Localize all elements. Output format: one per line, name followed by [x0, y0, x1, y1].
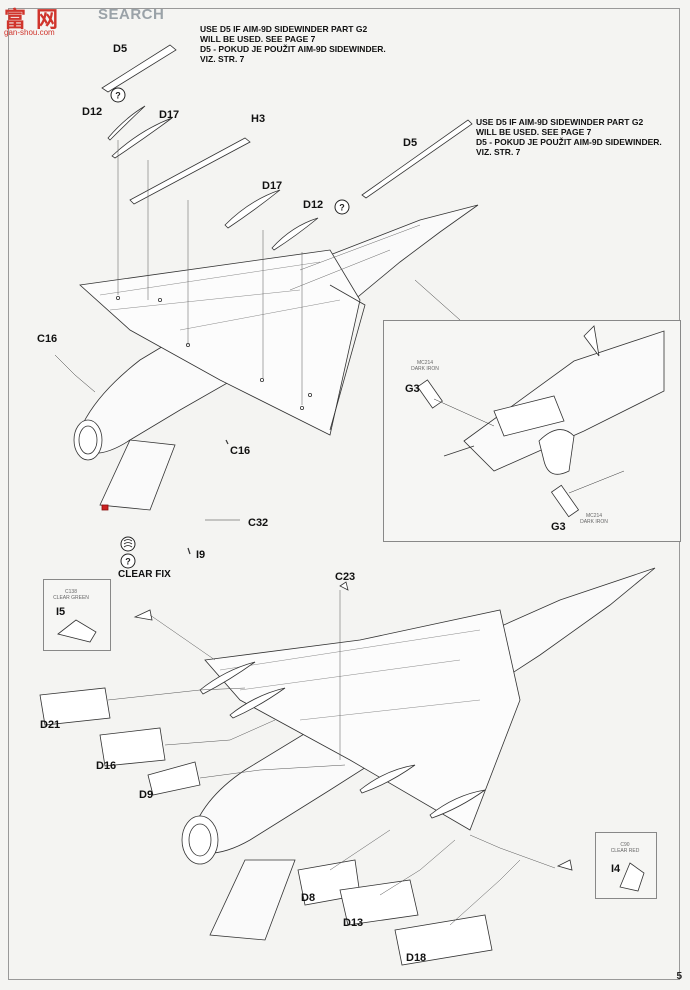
part-label-d21: D21	[40, 719, 61, 731]
note-right-line1: USE D5 IF AIM-9D SIDEWINDER PART G2	[476, 117, 644, 127]
watermark-char-1: 富	[4, 7, 27, 32]
part-label-i4: I4	[611, 863, 621, 875]
i5-art	[57, 619, 97, 643]
note-top-line3: D5 - POKUD JE POUŽIT AIM-9D SIDEWINDER.	[200, 44, 386, 54]
paint-tag-g3-bottom-code: MC214	[585, 513, 603, 519]
detail-inset-i4	[595, 832, 657, 899]
watermark-url: gan-shou.com	[4, 28, 55, 37]
paint-tag-g3-top: MC214 DARK IRON	[405, 360, 445, 372]
i4-art	[619, 862, 645, 892]
paint-tag-i5: C138 CLEAR GREEN	[49, 589, 93, 601]
watermark-char-2: 网	[36, 7, 59, 32]
part-label-d18: D18	[406, 952, 427, 964]
note-top-line2: WILL BE USED. SEE PAGE 7	[200, 34, 316, 44]
note-right-line4: VIZ. STR. 7	[476, 147, 521, 157]
part-label-d12-top: D12	[82, 106, 103, 118]
part-label-g3-bottom: G3	[551, 521, 566, 533]
part-label-d8: D8	[301, 892, 316, 904]
part-label-g3-top: G3	[405, 383, 420, 395]
part-label-d13: D13	[343, 917, 364, 929]
part-label-d16: D16	[96, 760, 117, 772]
watermark-brand: SEARCH	[98, 6, 165, 23]
paint-tag-g3-top-name: DARK IRON	[411, 366, 439, 372]
part-label-c16-mid: C16	[230, 445, 251, 457]
question-icon-d12	[110, 87, 126, 103]
part-label-d5-right: D5	[403, 137, 418, 149]
question-icon-d12-mid	[334, 199, 350, 215]
part-label-d9: D9	[139, 789, 154, 801]
paint-tag-g3-bottom: MC214 DARK IRON	[574, 513, 614, 525]
paint-tag-i5-code: C138	[65, 589, 77, 595]
paint-tag-i5-name: CLEAR GREEN	[53, 595, 89, 601]
detail-inset-cockpit	[383, 320, 681, 542]
note-top-line4: VIZ. STR. 7	[200, 54, 245, 64]
part-d5-top-shape	[101, 44, 177, 93]
part-label-d12-mid: D12	[303, 199, 324, 211]
part-label-c32: C32	[248, 517, 269, 529]
page-number: 5	[676, 971, 682, 982]
note-top: USE D5 IF AIM-9D SIDEWINDER PART G2 WILL…	[200, 24, 386, 64]
note-right-line3: D5 - POKUD JE POUŽIT AIM-9D SIDEWINDER.	[476, 137, 662, 147]
paint-tag-g3-bottom-name: DARK IRON	[580, 519, 608, 525]
watermark: 富 网 SEARCH gan-shou.com	[0, 0, 190, 40]
paint-tag-g3-top-code: MC214	[416, 360, 434, 366]
question-icon-clear-fix	[120, 553, 136, 569]
paint-tag-i4-name: CLEAR RED	[610, 848, 640, 854]
part-label-d17-mid: D17	[262, 180, 283, 192]
part-label-i9: I9	[196, 549, 206, 561]
detail-inset-i5	[43, 579, 111, 651]
part-label-d5-top: D5	[113, 43, 128, 55]
part-label-i5: I5	[56, 606, 66, 618]
svg-text:?: ?	[125, 557, 131, 567]
part-label-c16-left: C16	[37, 333, 58, 345]
paint-tag-i4-code: C90	[620, 842, 630, 848]
svg-text:?: ?	[339, 203, 345, 213]
part-label-c23: C23	[335, 571, 356, 583]
paint-tag-i4: C90 CLEAR RED	[605, 842, 645, 854]
note-right: USE D5 IF AIM-9D SIDEWINDER PART G2 WILL…	[476, 117, 662, 157]
part-label-d17-top: D17	[159, 109, 180, 121]
clear-fix-label: CLEAR FIX	[118, 569, 171, 580]
inset-art	[417, 325, 665, 518]
note-top-line1: USE D5 IF AIM-9D SIDEWINDER PART G2	[200, 24, 368, 34]
note-right-line2: WILL BE USED. SEE PAGE 7	[476, 127, 592, 137]
part-label-h3: H3	[251, 113, 266, 125]
svg-text:?: ?	[115, 91, 121, 101]
